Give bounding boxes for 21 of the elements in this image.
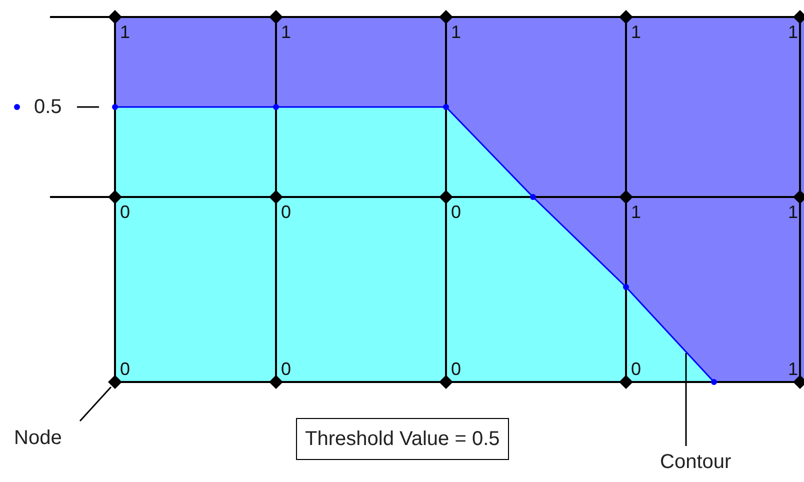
node-value: 1	[788, 360, 798, 378]
threshold-box: Threshold Value = 0.5	[296, 418, 509, 460]
threshold-level-label: 0.5	[34, 97, 62, 117]
node-value: 1	[451, 23, 462, 41]
node-value: 0	[451, 203, 462, 221]
node-value: 1	[631, 23, 642, 41]
node-value: 1	[788, 203, 798, 221]
callout-text: Node	[14, 428, 62, 448]
node-value: 1	[788, 23, 798, 41]
node-value: 1	[281, 23, 292, 41]
leader-line	[79, 386, 112, 422]
node-value: 0	[120, 360, 130, 378]
node-value: 0	[281, 360, 292, 378]
node-value: 0	[120, 203, 130, 221]
node-value: 0	[451, 360, 462, 378]
leader-line	[685, 353, 687, 446]
node-value: 1	[631, 203, 642, 221]
node-value: 0	[631, 360, 642, 378]
callout-text: Contour	[660, 452, 732, 472]
node-value: 0	[281, 203, 292, 221]
node-value: 1	[120, 23, 130, 41]
